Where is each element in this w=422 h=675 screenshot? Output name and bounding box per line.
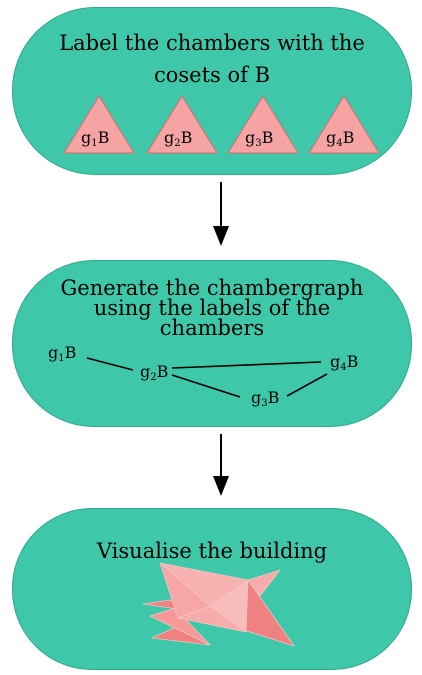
chamber-triangle — [63, 95, 135, 154]
chamber-g3B: g3B — [227, 95, 299, 154]
chamber-triangle — [227, 95, 299, 154]
stage1-title-line1: Label the chambers with the — [59, 31, 365, 55]
chamber-g2B: g2B — [146, 95, 218, 154]
arrow-down-icon — [213, 434, 229, 496]
stage3-title: Visualise the building — [96, 539, 328, 563]
chamber-label: g3B — [245, 128, 273, 149]
node-g2B: g2B — [140, 362, 168, 383]
stage2-title-line1: Generate the chambergraph — [60, 276, 364, 300]
stage2-title-line3: chambers — [159, 316, 265, 340]
chamber-label: g4B — [326, 128, 354, 149]
edge-g3B-g4B — [286, 373, 328, 397]
stage-generate-chambergraph: Generate the chambergraph using the labe… — [12, 260, 412, 427]
building-polyhedron — [142, 562, 295, 647]
chamber-label: g1B — [81, 128, 109, 149]
chamber-label: g2B — [164, 128, 192, 149]
edge-g1B-g2B — [86, 357, 134, 371]
chamber-triangle — [308, 95, 380, 154]
chamber-triangle — [146, 95, 218, 154]
edge-g2B-g3B — [171, 374, 241, 398]
node-g4B: g4B — [330, 352, 358, 373]
chamber-g4B: g4B — [308, 95, 380, 154]
node-g3B: g3B — [251, 388, 279, 409]
stage1-title-line2: cosets of B — [153, 63, 271, 87]
stage2-title-line2: using the labels of the — [93, 296, 331, 320]
chamber-g1B: g1B — [63, 95, 135, 154]
edge-g2B-g4B — [171, 361, 322, 369]
node-g1B: g1B — [48, 343, 76, 364]
arrow-down-icon — [213, 182, 229, 246]
